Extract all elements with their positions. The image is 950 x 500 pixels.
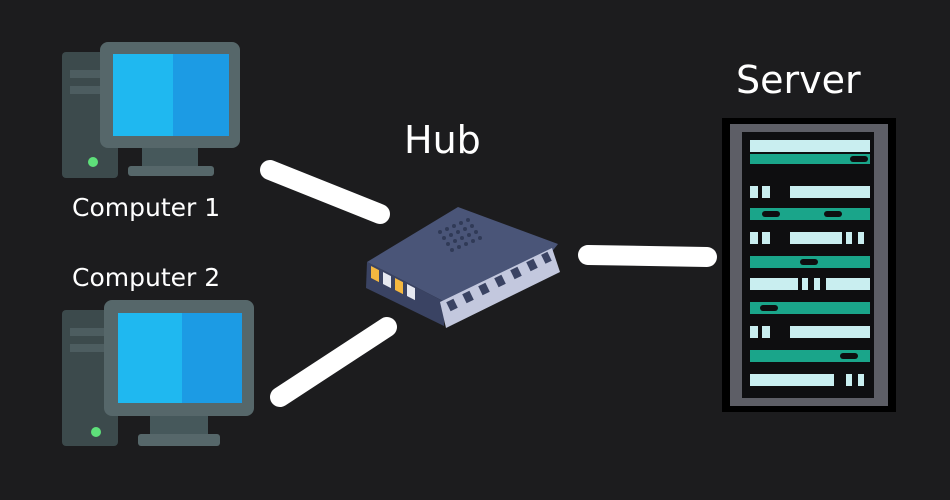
server-label: Server (736, 58, 861, 102)
connector-computer1-hub (260, 160, 390, 224)
connector-computer2-hub (270, 317, 397, 407)
server-rack-icon (722, 118, 896, 412)
computer-2-label: Computer 2 (72, 263, 221, 292)
hub-label: Hub (404, 118, 481, 162)
connectors (260, 160, 717, 407)
computer-1-icon (62, 42, 240, 178)
computer-1-label: Computer 1 (72, 193, 221, 222)
network-hub-icon (366, 207, 560, 328)
connector-hub-server (578, 245, 717, 267)
computer-2-icon (62, 300, 254, 446)
